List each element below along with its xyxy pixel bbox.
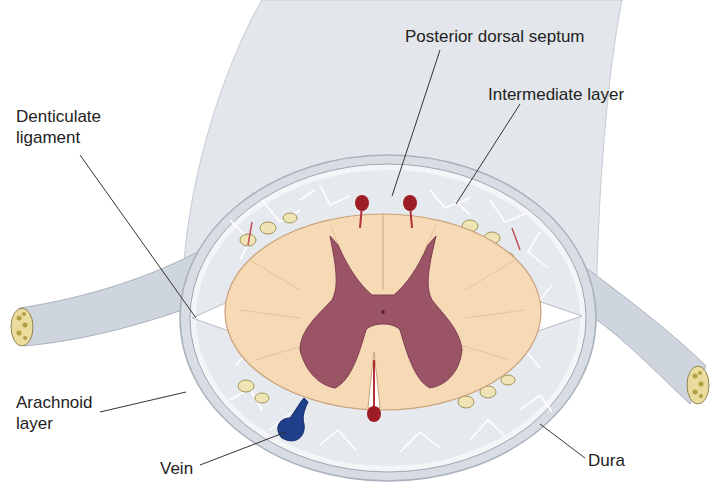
central-canal [381, 310, 385, 314]
part-label: Denticulate ligament [16, 106, 126, 148]
leader-line [100, 392, 186, 412]
vein [278, 398, 308, 441]
arachnoid-membrane [190, 164, 586, 472]
leader-line [392, 50, 440, 196]
nerve-root [20, 248, 205, 346]
leader-line [80, 155, 196, 318]
leader-line [456, 104, 520, 204]
leader-line [540, 424, 585, 458]
leader-lines [80, 50, 585, 465]
fascicles [693, 371, 704, 398]
denticulate-ligament [535, 300, 582, 332]
part-label: Dura [588, 450, 625, 471]
part-label: Arachnoid layer [16, 392, 116, 434]
part-label: Vein [160, 458, 193, 479]
dorsal-septum [382, 214, 383, 290]
gray-matter [300, 236, 462, 388]
part-label: Intermediate layer [488, 84, 624, 105]
leader-line [200, 432, 286, 465]
part-label: Posterior dorsal septum [405, 26, 585, 47]
fascicles [17, 312, 28, 340]
root-cut-end [687, 366, 709, 404]
arteries [248, 195, 520, 422]
spinal-cord [225, 214, 541, 410]
root-cut-end [11, 308, 33, 346]
dura-mater [180, 155, 596, 481]
subarachnoid-space [196, 170, 580, 466]
